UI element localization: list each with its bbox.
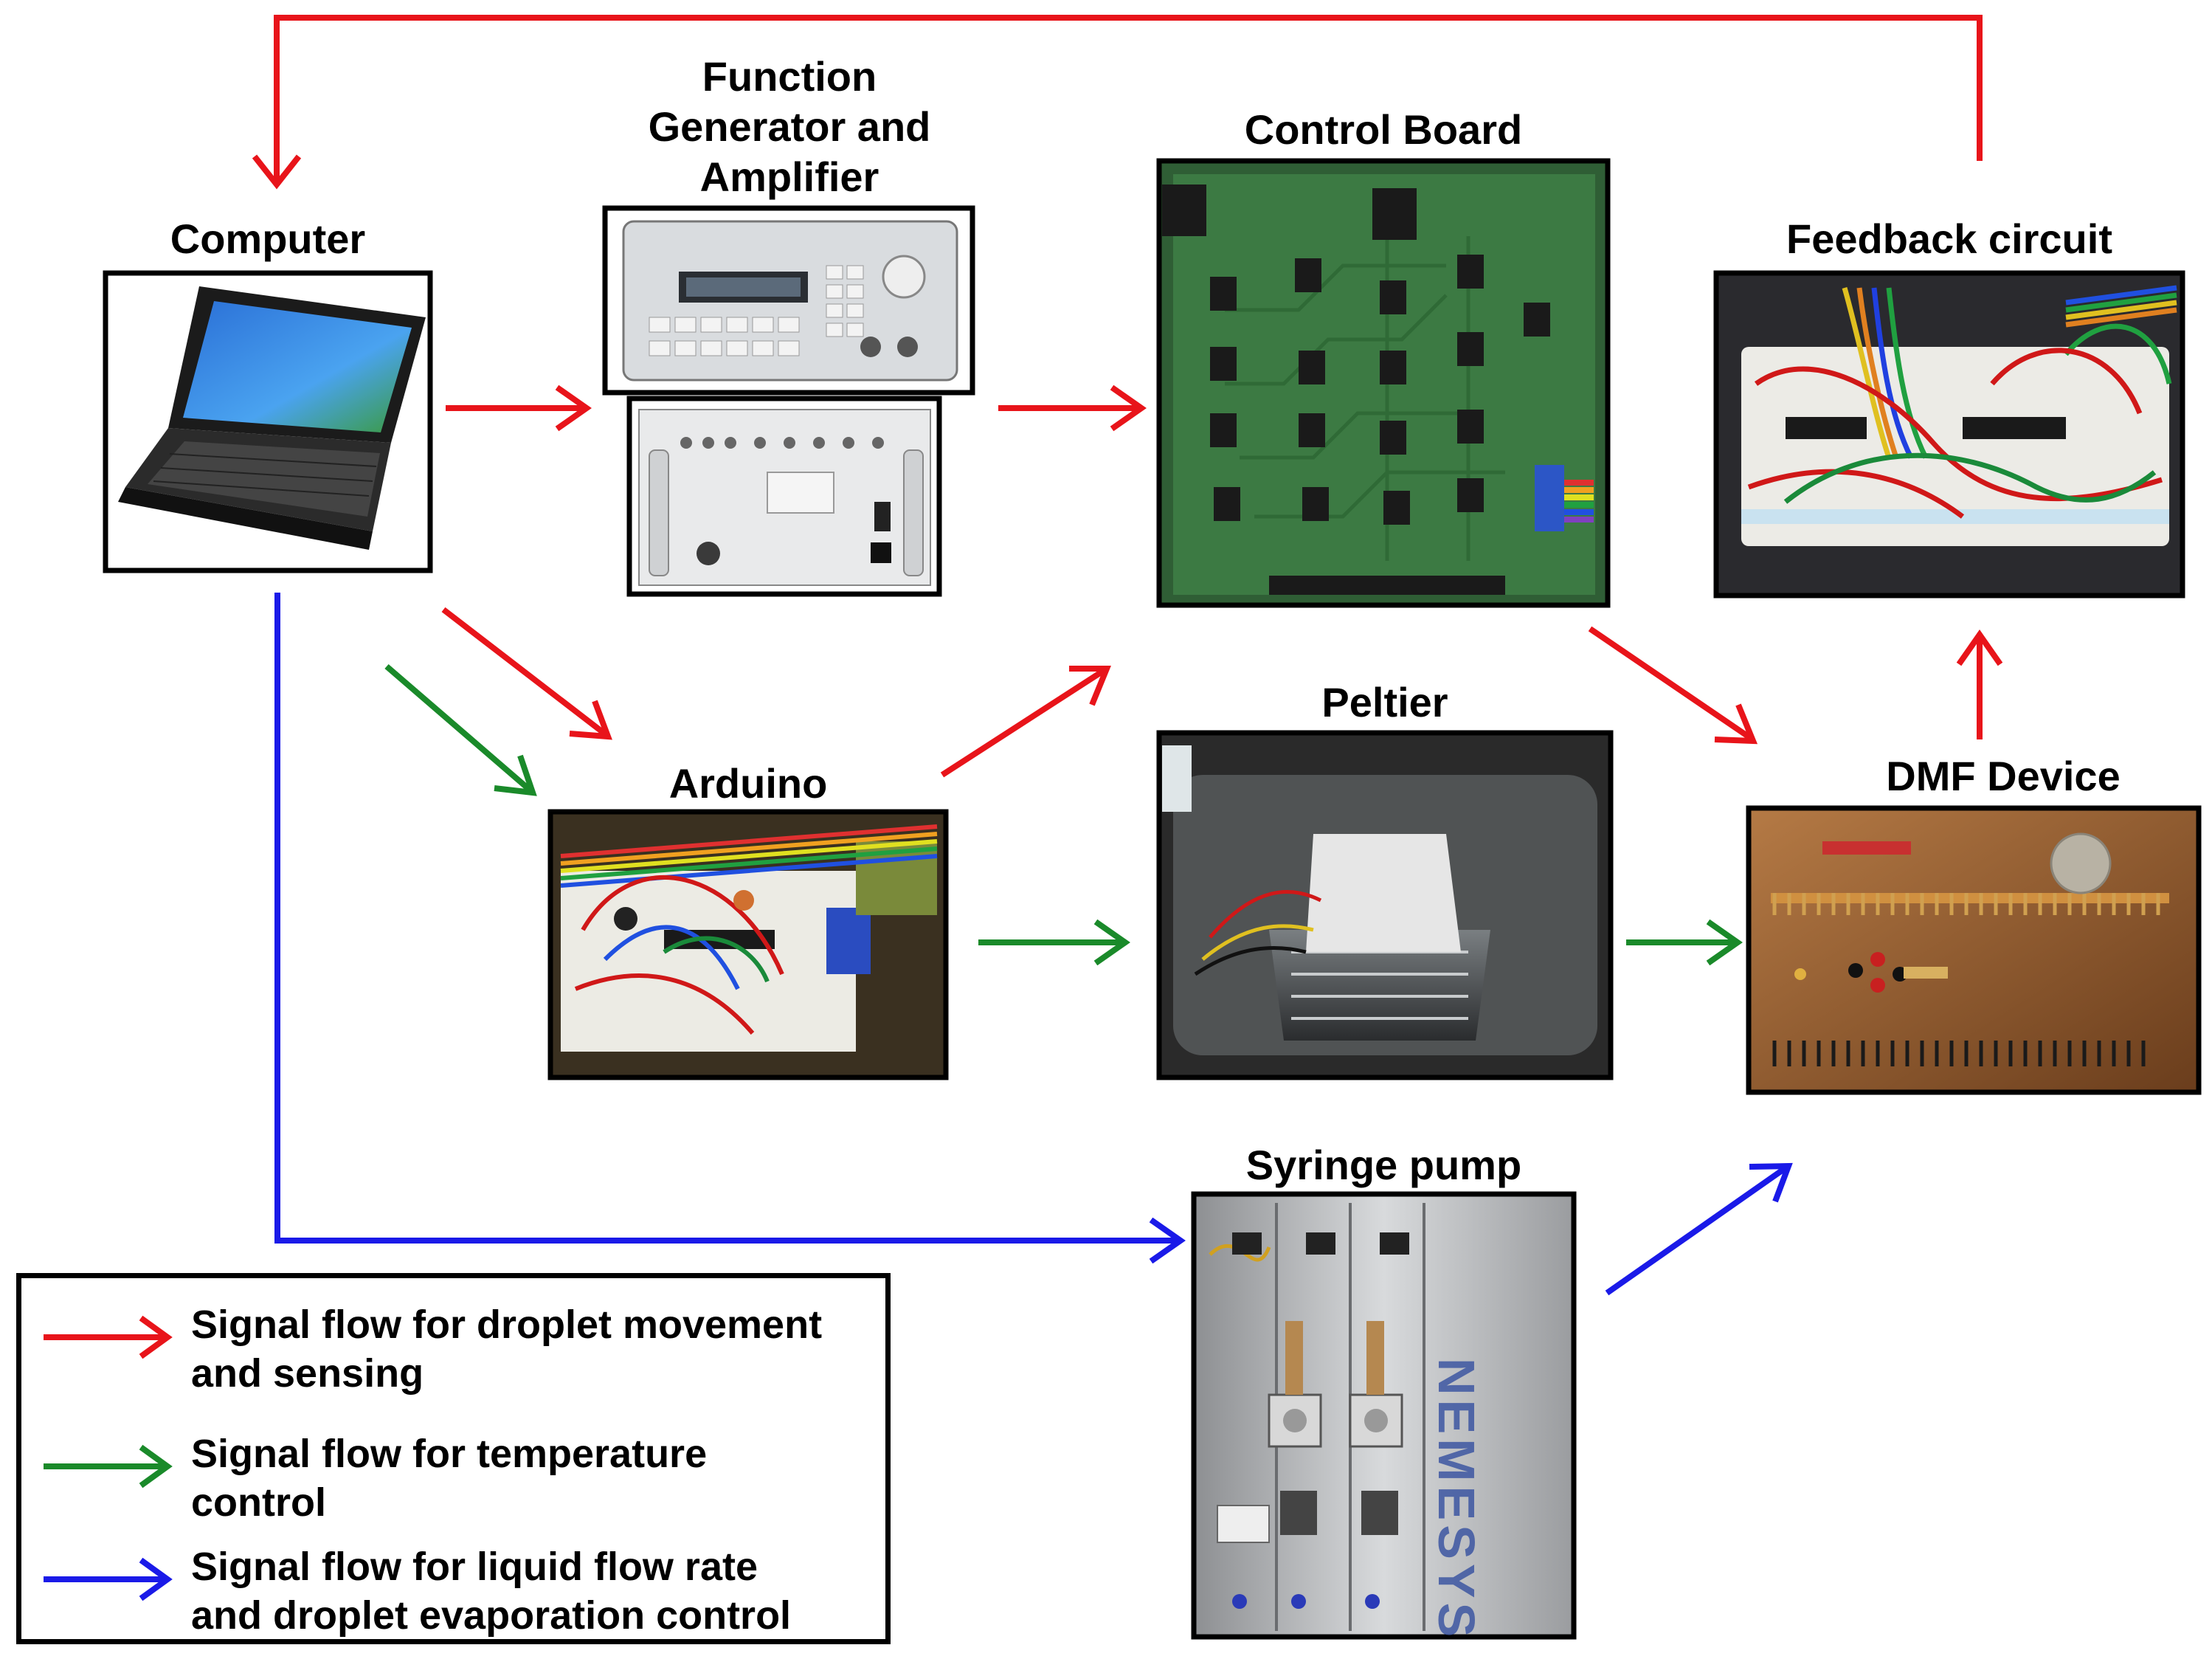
dmf-chip-icon <box>1771 832 2169 1066</box>
pcb-icon <box>1162 174 1595 595</box>
function-generator-label: Function Generator and Amplifier <box>576 52 1003 202</box>
legend-green-arrow-icon <box>44 1444 173 1489</box>
peltier-icon <box>1162 745 1597 1055</box>
arrow-arduino-to-control-board <box>940 666 1111 778</box>
function-generator-label-line-2: Generator and <box>648 103 931 150</box>
computer-label: Computer <box>170 215 366 262</box>
arduino-icon <box>560 824 938 1052</box>
arrow-arduino-to-peltier <box>978 919 1130 966</box>
amplifier-photo-box <box>626 396 942 597</box>
arrow-computer-to-syringe-pump <box>274 593 1186 1264</box>
legend-red-arrow-icon <box>44 1315 173 1359</box>
arduino-photo-box <box>547 809 949 1080</box>
breadboard-icon <box>1741 285 2177 546</box>
legend-blue-line-1: Signal flow for liquid flow rate <box>191 1545 758 1589</box>
legend-blue-arrow-icon <box>44 1557 173 1601</box>
ribbon-connector-icon <box>1535 465 1594 531</box>
syringe-pump-label: Syringe pump <box>1245 1142 1522 1188</box>
arrow-control-board-to-dmf <box>1588 626 1758 745</box>
legend-red-line-1: Signal flow for droplet movement <box>191 1303 823 1347</box>
arduino-label: Arduino <box>668 760 828 807</box>
syringe-pump-photo-box: NEMESYS <box>1191 1191 1577 1641</box>
arrow-computer-to-arduino-green <box>384 663 537 796</box>
laptop-icon <box>118 286 426 550</box>
computer-photo-box <box>103 270 433 573</box>
arrow-peltier-to-dmf <box>1626 919 1743 966</box>
arrow-computer-to-arduino-red <box>441 607 612 740</box>
arrow-feedback-to-computer <box>252 15 1983 190</box>
feedback-circuit-photo-box <box>1713 270 2185 599</box>
legend-red-line-2: and sensing <box>191 1351 424 1396</box>
legend-green-line-2: control <box>191 1480 326 1525</box>
arrow-dmf-to-feedback <box>1956 630 2003 739</box>
arrow-computer-to-function-generator <box>446 384 592 432</box>
legend-text-red: Signal flow for droplet movement and sen… <box>191 1300 822 1398</box>
amplifier-icon <box>638 409 931 586</box>
function-generator-photo-box <box>602 205 975 396</box>
legend-green-line-1: Signal flow for temperature <box>191 1432 708 1476</box>
control-board-photo-box <box>1156 158 1611 608</box>
syringe-pump-icon <box>1209 1203 1425 1631</box>
dmf-device-label: DMF Device <box>1886 753 2121 799</box>
legend-blue-line-2: and droplet evaporation control <box>191 1593 792 1638</box>
arrow-syringe-pump-to-dmf <box>1605 1162 1793 1296</box>
legend-text-green: Signal flow for temperature control <box>191 1429 707 1527</box>
feedback-circuit-label: Feedback circuit <box>1786 215 2112 262</box>
dmf-device-photo-box <box>1746 805 2202 1095</box>
legend: Signal flow for droplet movement and sen… <box>16 1273 891 1644</box>
control-board-label: Control Board <box>1244 106 1523 153</box>
function-generator-icon <box>622 220 958 382</box>
legend-text-blue: Signal flow for liquid flow rate and dro… <box>191 1542 791 1640</box>
arrow-function-generator-to-control-board <box>998 384 1147 432</box>
syringe-brand-text: NEMESYS <box>1428 1358 1485 1641</box>
function-generator-label-line-1: Function <box>702 53 877 100</box>
peltier-photo-box <box>1156 730 1614 1080</box>
function-generator-label-line-3: Amplifier <box>699 154 879 200</box>
peltier-label: Peltier <box>1321 679 1448 725</box>
